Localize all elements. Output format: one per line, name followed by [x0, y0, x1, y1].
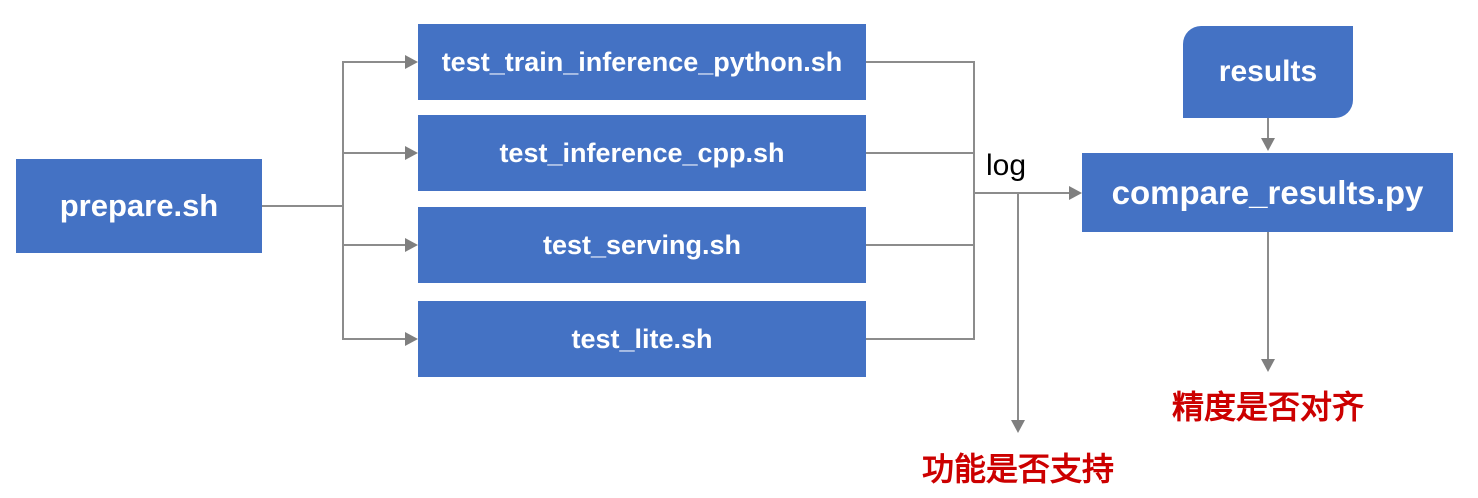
connector-test2-out [866, 152, 974, 154]
function-support-label: 功能是否支持 [921, 451, 1114, 487]
connector-to-test1 [343, 61, 405, 63]
arrowhead-precision-align-icon [1261, 359, 1275, 372]
connector-branch-vertical [342, 61, 344, 340]
arrowhead-to-test3-icon [405, 238, 418, 252]
connector-to-test2 [343, 152, 405, 154]
arrowhead-to-test1-icon [405, 55, 418, 69]
connector-test4-out [866, 338, 974, 340]
connector-compare-down [1267, 232, 1269, 360]
arrowhead-to-compare-icon [1069, 186, 1082, 200]
node-test-serving-sh: test_serving.sh [418, 207, 866, 283]
connector-results-to-compare [1267, 118, 1269, 139]
connector-merge-vertical [973, 61, 975, 340]
connector-log-down [1017, 193, 1019, 421]
arrowhead-results-to-compare-icon [1261, 138, 1275, 151]
node-compare-results-py: compare_results.py [1082, 153, 1453, 232]
node-prepare-sh: prepare.sh [16, 159, 262, 253]
arrowhead-to-test4-icon [405, 332, 418, 346]
precision-align-label: 精度是否对齐 [1171, 389, 1364, 425]
connector-to-test3 [343, 244, 405, 246]
node-test-inference-cpp-sh: test_inference_cpp.sh [418, 115, 866, 191]
connector-to-test4 [343, 338, 405, 340]
connector-prepare-out [262, 205, 343, 207]
node-results: results [1183, 26, 1353, 118]
log-edge-label: log [986, 149, 1027, 182]
node-test-lite-sh: test_lite.sh [418, 301, 866, 377]
node-test-train-inference-python-sh: test_train_inference_python.sh [418, 24, 866, 100]
arrowhead-to-test2-icon [405, 146, 418, 160]
connector-log-to-compare [974, 192, 1069, 194]
connector-test1-out [866, 61, 974, 63]
arrowhead-function-support-icon [1011, 420, 1025, 433]
connector-test3-out [866, 244, 974, 246]
